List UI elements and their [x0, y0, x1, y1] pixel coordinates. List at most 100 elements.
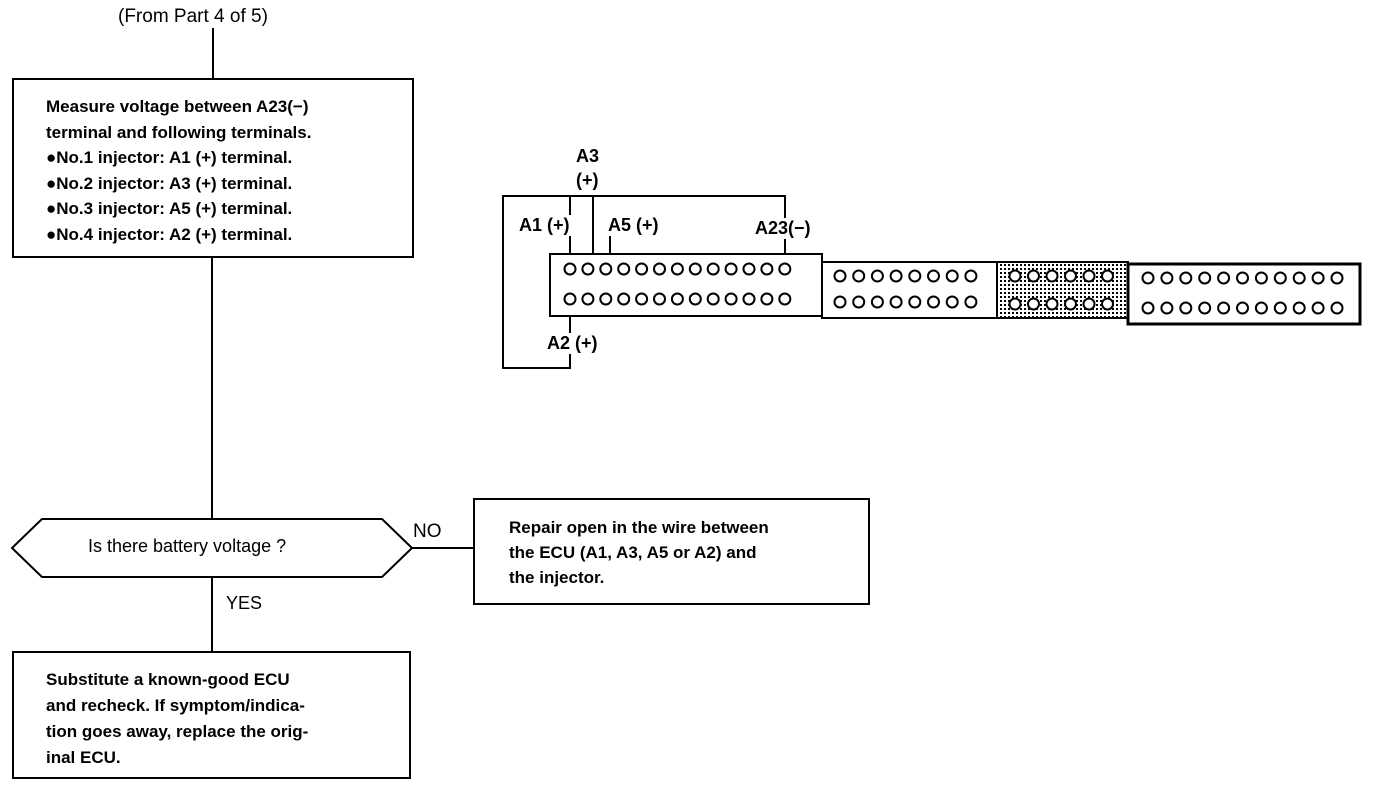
connector-pin: [1141, 301, 1155, 315]
connector-pin: [724, 292, 738, 306]
connector-pin: [742, 292, 756, 306]
connector-pin: [927, 295, 940, 309]
connector-pin: [760, 262, 774, 276]
terminal-label-a23: A23(−): [753, 218, 813, 239]
connector-pin: [1064, 269, 1077, 283]
substitute-ecu-box: Substitute a known-good ECU and recheck.…: [12, 651, 411, 779]
connector-pin: [889, 269, 903, 283]
no-branch-label: NO: [413, 521, 442, 542]
connector-pin: [1008, 297, 1022, 311]
injector-item: ●No.1 injector: A1 (+) terminal.: [46, 148, 293, 167]
connector-pin: [706, 262, 720, 276]
connector-pin: [1311, 271, 1325, 285]
connector-pin: [653, 262, 666, 276]
connector-pin: [1236, 271, 1249, 285]
connector-pin: [670, 292, 684, 306]
decision-question: Is there battery voltage ?: [88, 536, 287, 556]
connector-pin: [1273, 301, 1287, 315]
connector-pin: [563, 262, 577, 276]
connector-pin: [945, 269, 959, 283]
injector-item: ●No.3 injector: A5 (+) terminal.: [46, 199, 293, 218]
connector-pin: [1273, 271, 1287, 285]
connector-pin: [852, 295, 866, 309]
connector-pin: [670, 262, 684, 276]
injector-item: ●No.2 injector: A3 (+) terminal.: [46, 173, 293, 193]
injector-item: ●No.4 injector: A2 (+) terminal.: [46, 224, 293, 244]
connector-pin: [1198, 271, 1212, 285]
connector-pin: [1179, 271, 1193, 285]
connector-pin: [964, 295, 978, 309]
substitute-line: Substitute a known-good ECU: [46, 670, 290, 689]
connector-pin: [1101, 269, 1114, 283]
substitute-line: inal ECU.: [46, 748, 121, 767]
connector-pin: [1292, 301, 1306, 315]
measure-instruction-box: Measure voltage between A23(−) terminal …: [12, 78, 414, 258]
connector-pin: [778, 292, 792, 306]
connector-pin: [1064, 297, 1077, 311]
connector-section-b: [821, 261, 998, 319]
connector-pin: [1330, 301, 1344, 315]
repair-line: the injector.: [509, 568, 605, 587]
ecu-connector-diagram: [502, 195, 1362, 369]
substitute-line: and recheck. If symptom/indica-: [46, 696, 305, 715]
connector-pin: [617, 292, 631, 306]
repair-box: Repair open in the wire between the ECU …: [473, 498, 870, 605]
connector-pin: [1082, 269, 1096, 283]
connector-pins: [563, 262, 1344, 315]
connector-pin: [635, 292, 649, 306]
connector-pin: [964, 269, 978, 283]
connector-pin: [870, 295, 884, 309]
connector-pin: [563, 292, 577, 306]
decision-shape: [10, 518, 414, 578]
connector-pin: [1027, 297, 1040, 311]
terminal-label-a3: A3: [576, 146, 600, 166]
connector-pin: [778, 262, 792, 276]
connector-pin: [1027, 269, 1040, 283]
connector-pin: [1141, 271, 1155, 285]
instruction-line: Measure voltage between A23(−): [46, 97, 309, 116]
connector-pin: [1045, 269, 1059, 283]
repair-line: the ECU (A1, A3, A5 or A2) and: [509, 543, 757, 562]
connector-pin: [833, 269, 847, 283]
connector-pin: [908, 269, 922, 283]
connector-pin: [599, 262, 613, 276]
connector-pin: [635, 262, 649, 276]
connector-pin: [833, 295, 847, 309]
connector-pin: [1179, 301, 1193, 315]
connector-pin: [1045, 297, 1059, 311]
connector-pin: [617, 262, 631, 276]
connector-pin: [1101, 297, 1114, 311]
connector-pin: [742, 262, 756, 276]
connector-pin: [1082, 297, 1096, 311]
terminal-label-a3-sign: (+): [576, 170, 599, 190]
connector-pin: [1217, 271, 1231, 285]
connector-pin: [1198, 301, 1212, 315]
substitute-line: tion goes away, replace the orig-: [46, 722, 309, 741]
connector-pin: [1160, 271, 1174, 285]
connector-pin: [945, 295, 959, 309]
connector-pin: [688, 262, 702, 276]
connector-pin: [927, 269, 940, 283]
connector-pin: [1160, 301, 1174, 315]
terminal-label-a2: A2 (+): [545, 333, 600, 354]
connector-pin: [1254, 301, 1268, 315]
connector-pin: [581, 262, 595, 276]
connector-pin: [1311, 301, 1325, 315]
connector-section-a: [549, 253, 823, 317]
connector-pin: [852, 269, 866, 283]
connector-pin: [1330, 271, 1344, 285]
connector-pin: [908, 295, 922, 309]
connector-pin: [653, 292, 666, 306]
connector-pin: [870, 269, 884, 283]
connector-pin: [724, 262, 738, 276]
connector-pin: [581, 292, 595, 306]
yes-branch-label: YES: [226, 593, 263, 613]
connector-pin: [1008, 269, 1022, 283]
repair-line: Repair open in the wire between: [509, 518, 769, 537]
connector-pin: [1217, 301, 1231, 315]
connector-pin: [1292, 271, 1306, 285]
terminal-label-a1: A1 (+): [519, 215, 572, 236]
connector-pin: [706, 292, 720, 306]
connector-pin: [1236, 301, 1249, 315]
